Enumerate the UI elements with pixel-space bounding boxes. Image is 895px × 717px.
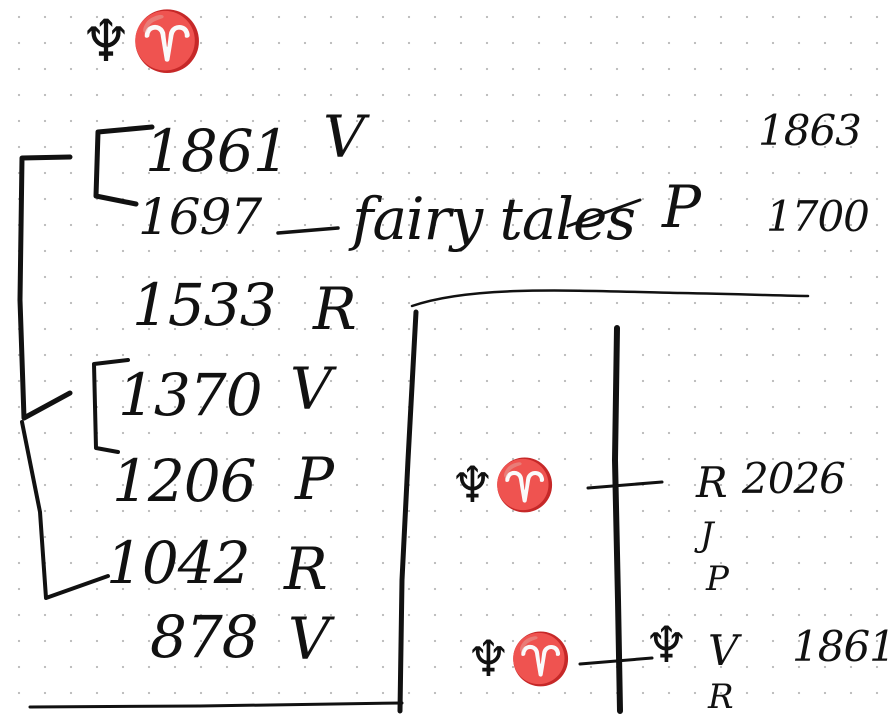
- dash-fairy: [276, 226, 340, 235]
- box-row1-letter: R: [696, 458, 728, 507]
- year-1206: 1206: [112, 447, 257, 515]
- letter-878: V: [288, 605, 330, 673]
- letter-1861: V: [323, 103, 365, 171]
- tick-row2: [578, 656, 654, 666]
- small-bracket-mid: [92, 358, 130, 454]
- small-bracket-top: [93, 124, 155, 207]
- box-row1-symbols: ♆♈: [450, 456, 556, 514]
- year-1697: 1697: [138, 188, 262, 246]
- box-left-edge: [397, 309, 419, 714]
- tick-row1: [586, 480, 664, 490]
- year-1370: 1370: [118, 361, 263, 429]
- year-1863: 1863: [758, 106, 862, 155]
- box-last-r: R: [708, 677, 734, 717]
- year-1042: 1042: [106, 529, 251, 597]
- heading-symbols: ♆♈: [80, 7, 203, 75]
- box-top-curve: [410, 289, 810, 308]
- dash-p: [566, 198, 642, 228]
- lower-bracket-stroke: [20, 420, 110, 600]
- center-vertical: [612, 325, 623, 714]
- year-1861: 1861: [145, 117, 290, 185]
- fairy-tales-note: fairy tales: [352, 185, 636, 253]
- box-row2-glyph: ♆: [644, 616, 689, 674]
- box-row2-symbols: ♆♈: [466, 630, 572, 688]
- box-row1-year: 2026: [742, 454, 846, 503]
- letter-1533: R: [313, 275, 357, 343]
- year-1700: 1700: [766, 192, 870, 241]
- box-row2-year: 1861: [792, 622, 895, 671]
- letter-1042: R: [284, 535, 328, 603]
- box-stack-p: P: [706, 559, 729, 599]
- ink-strokes: [17, 124, 810, 714]
- year-878: 878: [150, 603, 259, 671]
- outer-bracket-stroke: [17, 154, 73, 421]
- year-1533: 1533: [132, 271, 277, 339]
- box-row2-letter: V: [708, 626, 738, 675]
- box-bottom-line: [28, 701, 404, 709]
- letter-1697: P: [662, 173, 701, 241]
- letter-1370: V: [290, 355, 332, 423]
- box-stack-j: J: [700, 515, 714, 555]
- letter-1206: P: [295, 445, 334, 513]
